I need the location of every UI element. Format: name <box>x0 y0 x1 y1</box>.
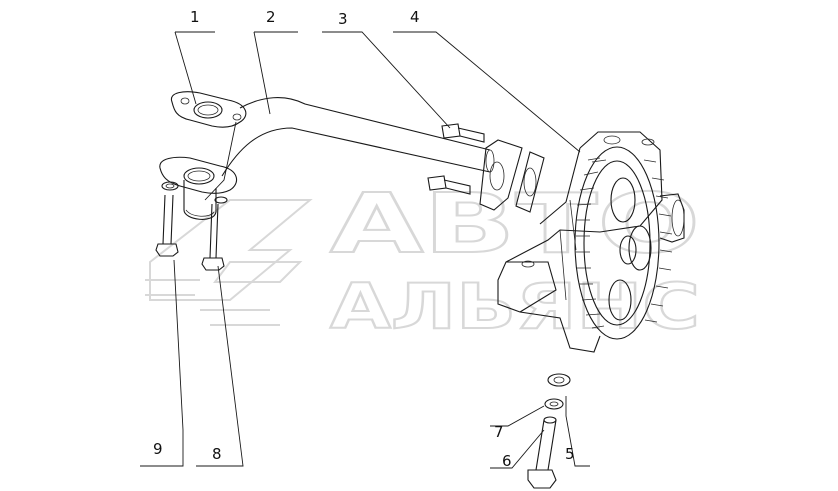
callout-5: 5 <box>565 445 575 463</box>
part-3-bolt-upper <box>441 123 485 143</box>
part-5-washer <box>547 373 571 387</box>
callout-1: 1 <box>190 8 200 26</box>
watermark-emblem <box>145 199 313 326</box>
part-2-oil-pipe <box>221 97 495 177</box>
pipe-end-flange <box>479 139 523 211</box>
part-8-long-bolt <box>201 196 228 271</box>
leader-lines <box>140 31 590 469</box>
callout-4: 4 <box>410 8 420 26</box>
part-6-bolt <box>527 416 557 489</box>
part-4-oil-pump <box>497 131 685 353</box>
callout-3: 3 <box>338 10 348 28</box>
square-gasket <box>515 151 545 213</box>
part-1-upper-flange <box>170 91 247 128</box>
part-7-washer <box>544 398 564 410</box>
callout-2: 2 <box>266 8 276 26</box>
callout-9: 9 <box>153 440 163 458</box>
part-3-bolt-lower <box>427 175 471 195</box>
part-9-long-bolt <box>155 181 179 257</box>
callout-8: 8 <box>212 445 222 463</box>
callout-labels: 1 2 3 4 5 6 7 8 9 <box>153 8 575 470</box>
watermark-logo: АВТО АЛЬЯНС <box>145 176 701 344</box>
lower-pipe-flange <box>159 156 238 220</box>
watermark-line-2: АЛЬЯНС <box>330 270 700 343</box>
callout-7: 7 <box>494 423 504 441</box>
callout-6: 6 <box>502 452 512 470</box>
